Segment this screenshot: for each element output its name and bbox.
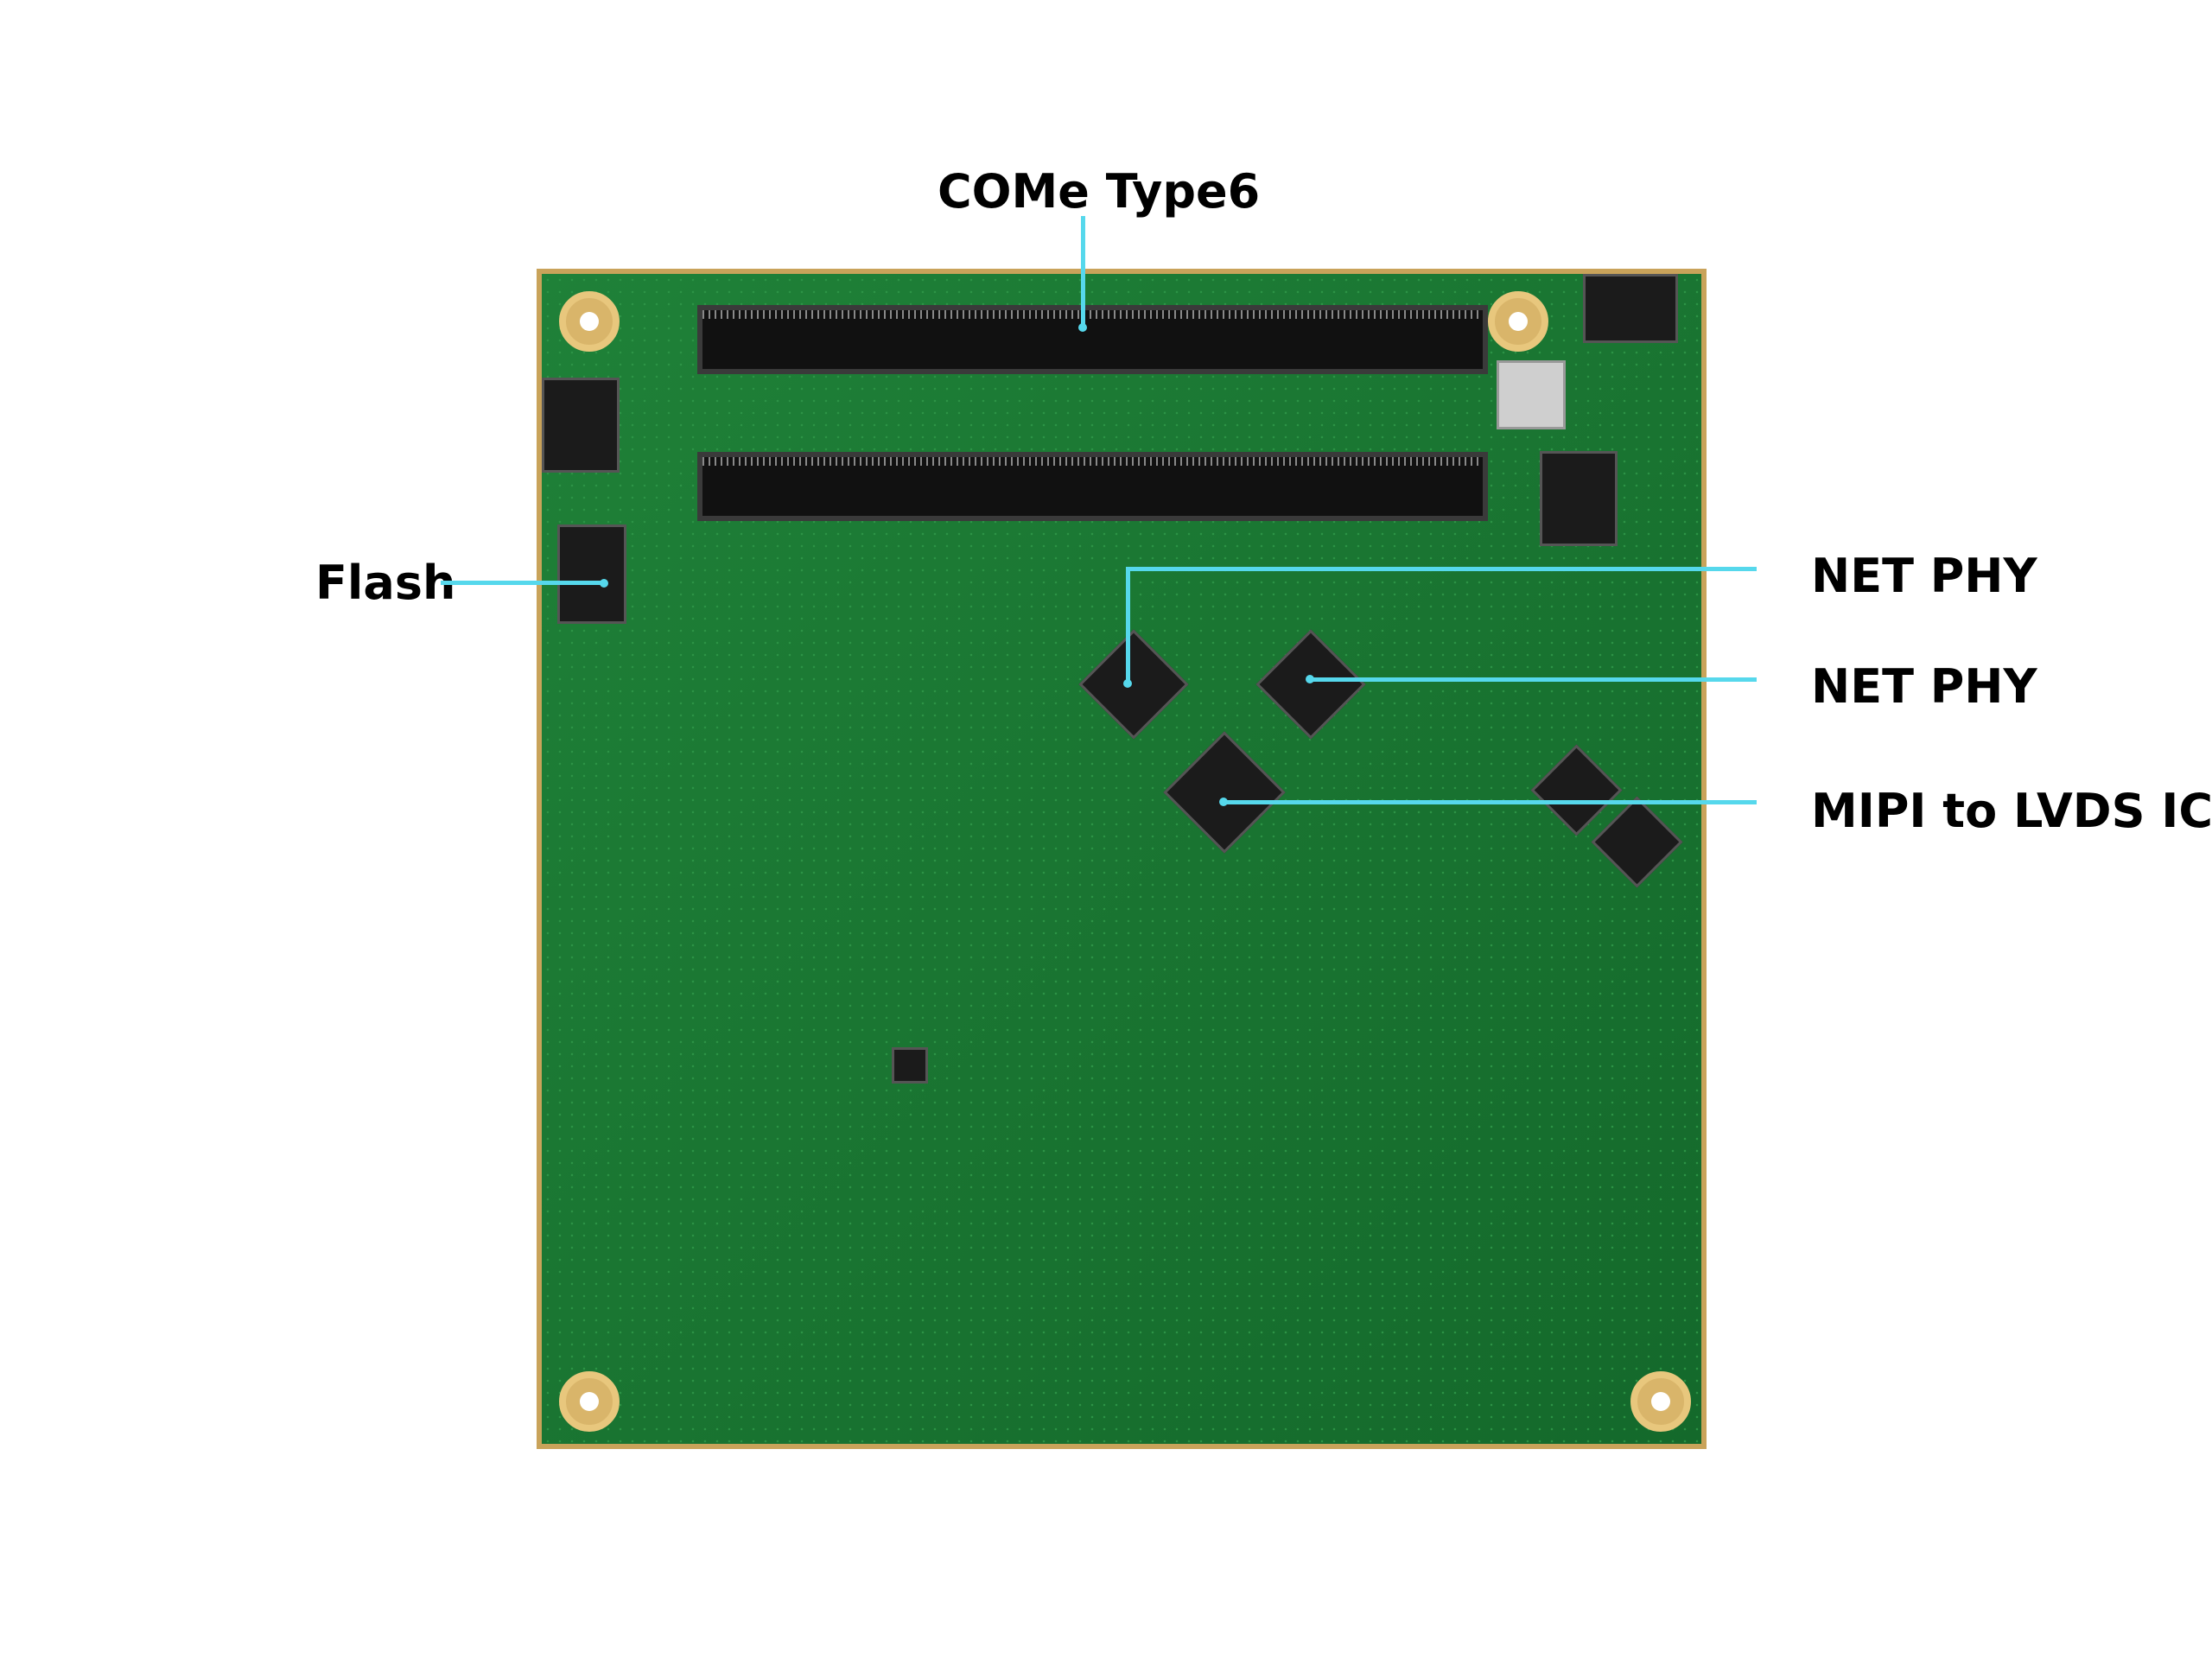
mounting-hole — [1488, 291, 1548, 352]
callout-line-net-phy-1-vertical — [1126, 567, 1130, 683]
mipi-lvds-chip — [1163, 731, 1286, 854]
callout-line-net-phy-1 — [1126, 567, 1757, 571]
net-phy-chip-2 — [1255, 629, 1366, 740]
flash-chip — [557, 524, 626, 624]
chip — [1591, 796, 1683, 888]
come-connector-top — [697, 305, 1488, 374]
power-inductor — [542, 378, 620, 473]
mounting-hole — [1630, 1371, 1691, 1432]
callout-dot-come — [1078, 323, 1087, 332]
callout-dot-mipi-lvds — [1219, 798, 1228, 806]
callout-dot-net-phy-1 — [1123, 679, 1132, 688]
mosfet — [1583, 274, 1678, 343]
label-flash: Flash — [315, 556, 456, 610]
mounting-hole — [559, 291, 620, 352]
callout-line-mipi-lvds — [1223, 800, 1757, 804]
callout-line-net-phy-2 — [1309, 677, 1757, 682]
pcb-board — [537, 269, 1707, 1449]
label-come-type6: COMe Type6 — [938, 164, 1261, 219]
callout-dot-net-phy-2 — [1306, 675, 1314, 683]
chip — [892, 1047, 928, 1084]
callout-line-flash — [441, 581, 605, 585]
mounting-hole — [559, 1371, 620, 1432]
callout-line-come — [1081, 216, 1085, 328]
callout-dot-flash — [600, 579, 608, 588]
chip — [1530, 744, 1623, 836]
label-net-phy-1: NET PHY — [1811, 549, 2037, 603]
inductor-5016 — [1497, 360, 1566, 429]
label-mipi-to-lvds: MIPI to LVDS IC — [1811, 784, 2212, 838]
net-phy-chip-1 — [1078, 629, 1189, 740]
mosfet — [1540, 451, 1618, 546]
label-net-phy-2: NET PHY — [1811, 659, 2037, 714]
come-connector-bottom — [697, 452, 1488, 521]
